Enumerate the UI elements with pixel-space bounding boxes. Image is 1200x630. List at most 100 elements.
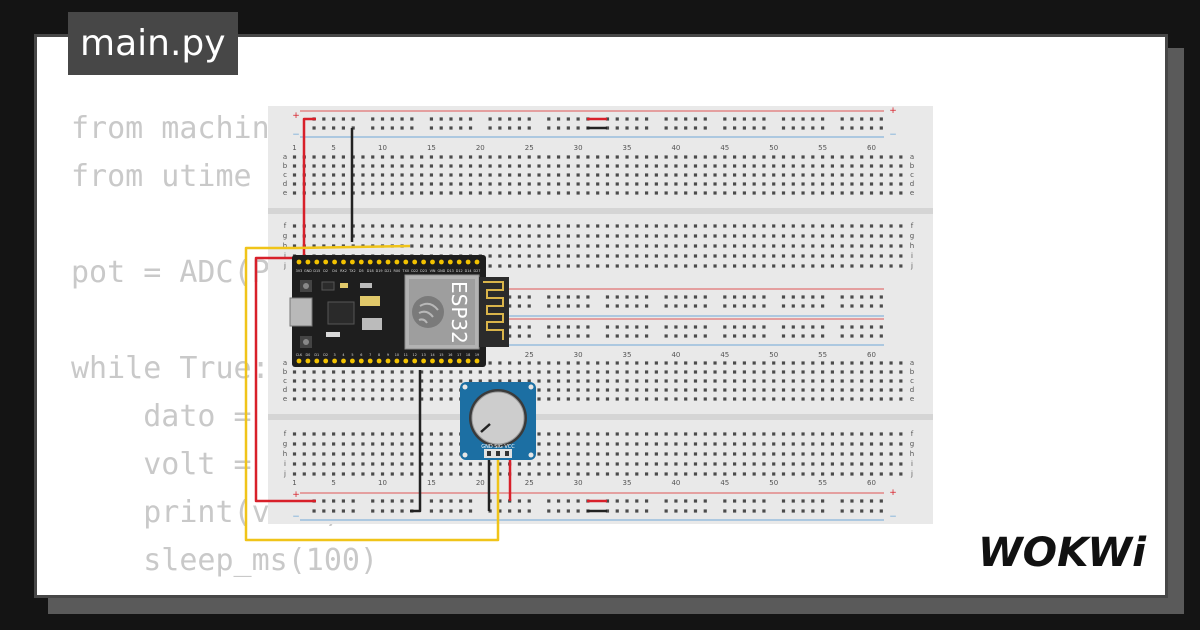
breadboard-hole [556, 397, 561, 401]
breadboard-hole [869, 234, 874, 238]
breadboard-hole [644, 452, 649, 456]
rail-hole [840, 334, 844, 338]
breadboard-hole [322, 173, 326, 177]
breadboard-hole [596, 224, 600, 228]
esp32-pin [367, 358, 373, 364]
breadboard-hole [781, 264, 786, 268]
column-number: 50 [769, 351, 778, 359]
breadboard-hole [781, 254, 786, 258]
breadboard-hole [527, 379, 531, 383]
breadboard-hole [605, 452, 610, 456]
rail-hole [693, 117, 698, 121]
breadboard-hole [860, 191, 864, 195]
breadboard-hole [840, 361, 844, 365]
breadboard-hole [752, 191, 756, 195]
breadboard-hole [547, 361, 551, 365]
breadboard-hole [566, 173, 570, 177]
breadboard-hole [811, 432, 815, 436]
rail-hole [498, 117, 502, 121]
breadboard-hole [332, 244, 336, 248]
breadboard-hole [899, 452, 903, 456]
breadboard-hole [635, 379, 639, 383]
rail-hole [517, 304, 522, 308]
file-tab[interactable]: main.py [68, 12, 238, 75]
breadboard-hole [801, 224, 805, 228]
breadboard-hole [439, 244, 443, 248]
rail-hole [605, 304, 610, 308]
voltage-regulator [362, 318, 382, 330]
breadboard-hole [508, 264, 512, 268]
breadboard-hole [635, 254, 639, 258]
breadboard-hole [420, 432, 424, 436]
breadboard-hole [400, 432, 404, 436]
rail-hole [517, 334, 522, 338]
potentiometer[interactable]: GND SIG VCC [460, 382, 536, 460]
breadboard-hole [586, 388, 590, 392]
breadboard-hole [713, 432, 717, 436]
breadboard-hole [752, 254, 756, 258]
breadboard-hole [596, 361, 600, 365]
breadboard-hole [801, 234, 805, 238]
rail-hole [547, 304, 551, 308]
breadboard-hole [713, 191, 717, 195]
breadboard-hole [693, 397, 698, 401]
breadboard-hole [684, 234, 688, 238]
breadboard-hole [879, 462, 883, 466]
breadboard-hole [586, 254, 590, 258]
rail-hole [733, 304, 737, 308]
esp32-pin [385, 259, 391, 265]
rail-hole [684, 117, 688, 121]
breadboard-hole [899, 462, 903, 466]
breadboard-hole [674, 244, 678, 248]
rail-hole [664, 126, 668, 130]
rail-hole [556, 499, 561, 503]
breadboard-hole [380, 432, 385, 436]
esp32-pin [465, 358, 471, 364]
breadboard-hole [615, 361, 619, 365]
rail-hole [752, 295, 756, 299]
rail-polarity-label: − [292, 512, 300, 522]
breadboard-hole [781, 432, 786, 436]
breadboard-hole [576, 173, 580, 177]
breadboard-hole [644, 462, 649, 466]
breadboard-hole [742, 462, 746, 466]
rail-hole [605, 295, 610, 299]
breadboard-hole [869, 442, 874, 446]
rail-hole [439, 126, 443, 130]
esp32-pin [403, 259, 409, 265]
breadboard-hole [400, 173, 404, 177]
breadboard-hole [635, 244, 639, 248]
breadboard-hole [371, 472, 375, 476]
wire-black [410, 370, 422, 513]
esp32-pin [341, 358, 346, 364]
breadboard-hole [537, 361, 541, 365]
breadboard-hole [830, 191, 834, 195]
breadboard-hole [840, 388, 844, 392]
breadboard-hole [830, 370, 834, 374]
rail-hole [693, 509, 698, 513]
breadboard-hole [429, 379, 434, 383]
column-number: 35 [623, 479, 632, 487]
breadboard-hole [478, 472, 482, 476]
potentiometer-knob[interactable] [471, 391, 525, 445]
breadboard-hole [537, 173, 541, 177]
breadboard-hole [703, 191, 707, 195]
breadboard-hole [742, 452, 746, 456]
breadboard-hole [684, 432, 688, 436]
breadboard-hole [371, 173, 375, 177]
row-letter: j [910, 262, 913, 270]
rail-hole [860, 304, 864, 308]
breadboard-hole [723, 234, 727, 238]
breadboard-hole [762, 452, 766, 456]
breadboard-hole [439, 472, 443, 476]
breadboard-hole [869, 472, 874, 476]
rail-hole [840, 295, 844, 299]
breadboard-hole [420, 173, 424, 177]
breadboard-hole [674, 164, 678, 168]
breadboard-hole [703, 264, 707, 268]
breadboard-hole [830, 173, 834, 177]
esp32-pin-label: D0 [306, 353, 311, 357]
breadboard-hole [791, 224, 795, 228]
esp32-pin [350, 259, 355, 265]
